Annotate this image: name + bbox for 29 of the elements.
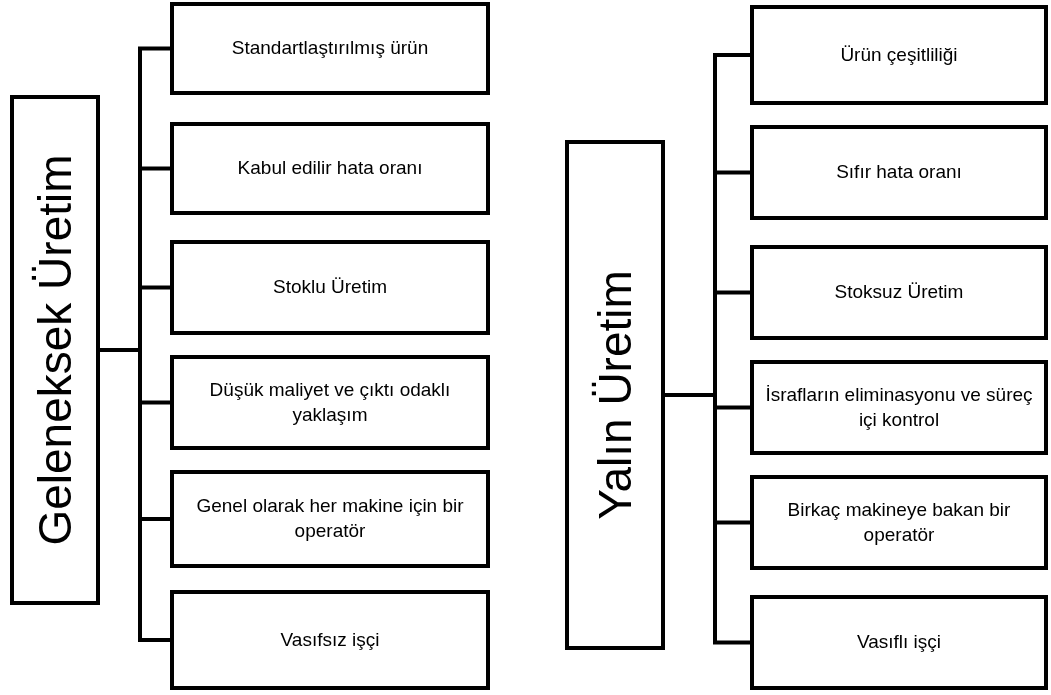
item-text: Genel olarak her makine için bir operatör [195, 494, 465, 543]
item-text: Birkaç makineye bakan bir operatör [786, 497, 1012, 547]
item-text: Vasıfsız işçi [279, 627, 381, 652]
item-box [170, 470, 490, 568]
connector-line [665, 393, 750, 645]
item-box [170, 2, 490, 95]
item-text: Ürün çeşitliliği [839, 42, 959, 67]
title-box [565, 140, 665, 650]
item-text: Düşük maliyet ve çıktı odaklı yaklaşım [208, 377, 452, 427]
item-box [750, 475, 1048, 570]
item-text: Standartlaştırılmış ürün [230, 36, 430, 61]
item-box [750, 5, 1048, 105]
item-text: Vasıflı işçi [855, 630, 943, 655]
item-text: Stoklu Üretim [272, 275, 388, 300]
item-box [750, 125, 1048, 220]
item-box [170, 355, 490, 450]
item-text: İsrafların eliminasyonu ve süreç içi kontrol [764, 382, 1034, 432]
item-box [750, 360, 1048, 455]
title-box [10, 95, 100, 605]
title-text: Yalın Üretim [592, 270, 638, 520]
item-text: Sıfır hata oranı [835, 160, 963, 185]
item-text: Stoksuz Üretim [833, 280, 965, 305]
item-box [170, 590, 490, 690]
item-box [750, 595, 1048, 690]
item-text: Kabul edilir hata oranı [236, 156, 424, 181]
title-text: Geleneksek Üretim [32, 154, 78, 546]
item-box [750, 245, 1048, 340]
item-box [170, 240, 490, 335]
item-box [170, 122, 490, 215]
